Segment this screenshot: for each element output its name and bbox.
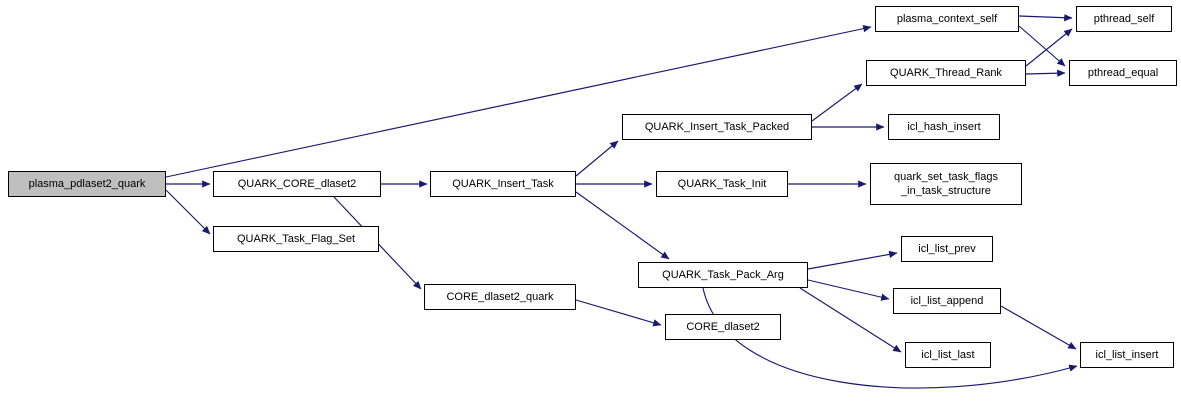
edge-QUARK_Task_Pack_Arg--icl_list_last xyxy=(799,287,902,353)
edge-plasma_pdlaset2_quark--QUARK_Task_Flag_Set xyxy=(165,189,211,235)
node-QUARK_Task_Init[interactable]: QUARK_Task_Init xyxy=(656,171,788,197)
edge-QUARK_Task_Pack_Arg--icl_list_prev xyxy=(807,250,898,270)
node-QUARK_Insert_Task[interactable]: QUARK_Insert_Task xyxy=(430,171,576,197)
node-QUARK_Thread_Rank[interactable]: QUARK_Thread_Rank xyxy=(866,60,1026,86)
node-QUARK_CORE_dlaset2[interactable]: QUARK_CORE_dlaset2 xyxy=(213,171,381,197)
node-QUARK_Task_Flag_Set[interactable]: QUARK_Task_Flag_Set xyxy=(213,226,379,252)
edge-plasma_context_self--pthread_equal xyxy=(1018,25,1066,67)
edge-QUARK_Thread_Rank--pthread_self xyxy=(1025,28,1073,67)
node-CORE_dlaset2[interactable]: CORE_dlaset2 xyxy=(665,314,781,340)
edge-QUARK_Insert_Task--QUARK_Insert_Task_Packed xyxy=(575,140,619,177)
edge-plasma_context_self--pthread_self xyxy=(1018,14,1073,22)
node-pthread_self[interactable]: pthread_self xyxy=(1076,6,1172,32)
node-icl_hash_insert[interactable]: icl_hash_insert xyxy=(888,114,1000,140)
node-quark_set_task_flags_in_task_structure[interactable]: quark_set_task_flags _in_task_structure xyxy=(870,163,1022,205)
edge-icl_list_append--icl_list_insert xyxy=(1000,305,1077,350)
edge-QUARK_Task_Pack_Arg--icl_list_append xyxy=(807,279,890,301)
node-plasma_pdlaset2_quark: plasma_pdlaset2_quark xyxy=(8,171,166,197)
edge-QUARK_Insert_Task--QUARK_Task_Pack_Arg xyxy=(575,191,670,260)
edge-CORE_dlaset2_quark--CORE_dlaset2 xyxy=(575,299,662,327)
node-icl_list_append[interactable]: icl_list_append xyxy=(893,288,1001,314)
node-QUARK_Task_Pack_Arg[interactable]: QUARK_Task_Pack_Arg xyxy=(638,262,808,288)
node-icl_list_last[interactable]: icl_list_last xyxy=(905,342,991,368)
node-pthread_equal[interactable]: pthread_equal xyxy=(1069,60,1177,86)
edge-QUARK_Insert_Task_Packed--QUARK_Thread_Rank xyxy=(811,83,863,122)
edges-group xyxy=(165,14,1078,389)
node-icl_list_prev[interactable]: icl_list_prev xyxy=(901,236,993,262)
node-icl_list_insert[interactable]: icl_list_insert xyxy=(1080,342,1174,368)
node-plasma_context_self[interactable]: plasma_context_self xyxy=(875,6,1019,32)
edge-QUARK_Thread_Rank--pthread_equal xyxy=(1025,69,1066,77)
node-QUARK_Insert_Task_Packed[interactable]: QUARK_Insert_Task_Packed xyxy=(622,114,812,140)
edge-plasma_pdlaset2_quark--plasma_context_self xyxy=(165,25,872,178)
node-CORE_dlaset2_quark[interactable]: CORE_dlaset2_quark xyxy=(424,284,576,310)
